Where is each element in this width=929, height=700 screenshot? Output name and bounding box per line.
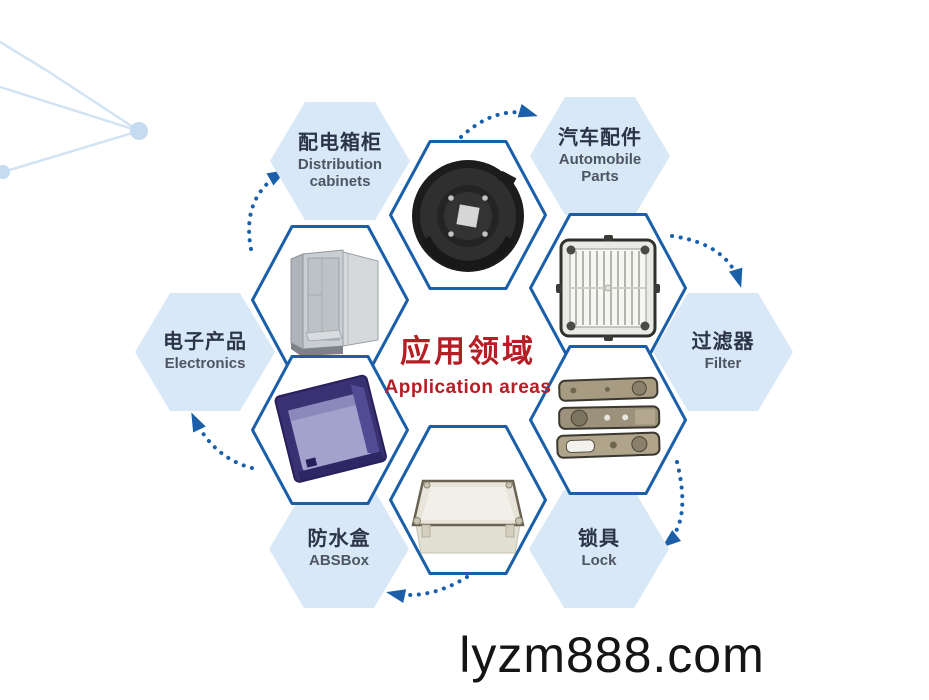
- network-node-dot: [130, 122, 148, 140]
- hex-photo-abs-box: [389, 425, 547, 575]
- lock-label-en: Lock: [581, 552, 617, 570]
- lock-label-zh: 锁具: [578, 527, 620, 550]
- hex-photo-purple-box: [251, 355, 409, 505]
- arrow-to-absbox-icon: [386, 575, 469, 603]
- automobile-label-en: Automobile Parts: [558, 150, 642, 185]
- network-node-dot: [0, 165, 10, 179]
- hex-label-absbox: 防水盒 ABSBox: [269, 490, 409, 608]
- distribution-label-en: Distribution cabinets: [297, 155, 383, 190]
- arrow-to-automobile-icon: [459, 104, 538, 139]
- electronics-label-en: Electronics: [164, 355, 246, 373]
- arrow-to-lock-icon: [661, 460, 685, 548]
- arrow-to-distribution-icon: [247, 170, 287, 251]
- filter-label-zh: 过滤器: [691, 330, 755, 353]
- diagram-title-zh: 应用领域: [400, 334, 536, 369]
- filter-grid-illustration: [556, 235, 660, 341]
- filter-label-en: Filter: [704, 355, 742, 373]
- lock-plates-illustration: [556, 376, 661, 459]
- hex-photo-filter-grid: [529, 213, 687, 363]
- hex-label-distribution: 配电箱柜 Distribution cabinets: [270, 102, 410, 220]
- distribution-label-zh: 配电箱柜: [298, 131, 382, 154]
- arrow-to-electronics-icon: [191, 412, 254, 470]
- brake-plate-illustration: [412, 160, 524, 272]
- purple-box-illustration: [274, 374, 387, 483]
- abs-box-illustration: [411, 479, 525, 554]
- absbox-label-zh: 防水盒: [307, 527, 371, 550]
- automobile-label-zh: 汽车配件: [558, 126, 642, 149]
- website-watermark: lyzm888.com: [459, 627, 765, 683]
- network-decor-graphic: [0, 40, 148, 179]
- diagram-title: 应用领域 Application areas: [348, 326, 588, 399]
- diagram-title-en: Application areas: [384, 377, 552, 398]
- cabinet-illustration: [290, 249, 379, 356]
- absbox-label-en: ABSBox: [308, 552, 369, 570]
- electronics-label-zh: 电子产品: [163, 330, 247, 353]
- hex-photo-cabinet: [251, 225, 409, 375]
- hex-photo-lock-plates: [529, 345, 687, 495]
- hex-photo-brake-plate: [389, 140, 547, 290]
